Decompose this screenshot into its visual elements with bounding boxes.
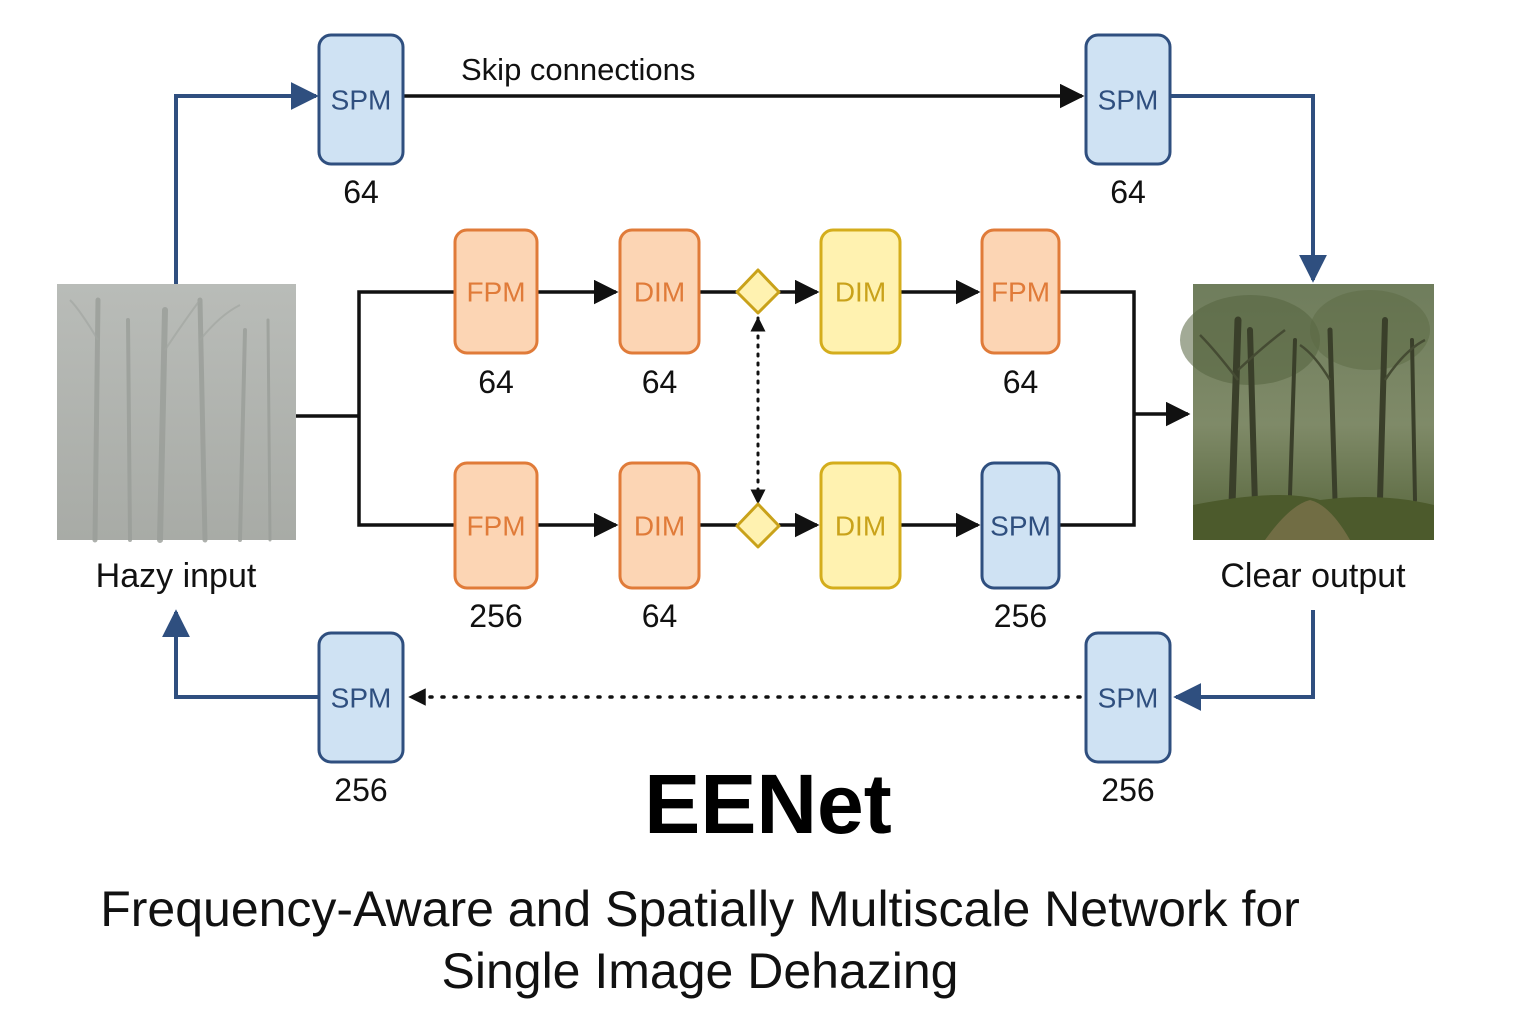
skip-connections-label: Skip connections	[461, 52, 695, 87]
fpm-row1-out-box	[980, 228, 1061, 355]
dim-row1-a-box	[618, 228, 701, 355]
top-skip-path	[174, 82, 1327, 284]
dim-row2-b-label: DIM	[835, 511, 886, 542]
clear-output-label: Clear output	[1220, 557, 1406, 595]
dim-row2-b-box	[819, 461, 902, 590]
spm-row2-out-label: SPM	[990, 511, 1051, 542]
fpm-row1-out-channels: 64	[1003, 364, 1039, 400]
spm-top-left-box	[317, 33, 405, 166]
dim-row1-b-label: DIM	[835, 277, 886, 308]
spm-bottom-left-channels: 256	[334, 772, 387, 808]
spm-bottom-left-label: SPM	[331, 683, 392, 714]
dim-row2-b-block: DIM	[819, 461, 902, 590]
dim-row1-a-block: DIM 64	[618, 228, 701, 400]
spm-bottom-left-block: SPM 256	[317, 631, 405, 808]
spm-row2-out-channels: 256	[994, 598, 1047, 634]
spm-bottom-right-label: SPM	[1098, 683, 1159, 714]
dim-row2-a-block: DIM 64	[618, 461, 701, 634]
branch-connectors	[296, 279, 1191, 538]
fpm-row1-block: FPM 64	[453, 228, 539, 400]
fusion-diamond-bottom	[735, 502, 781, 549]
dim-row1-a-label: DIM	[634, 277, 685, 308]
spm-top-right-block: SPM 64	[1084, 33, 1172, 210]
dim-row1-a-channels: 64	[642, 364, 678, 400]
spm-top-right-box	[1084, 33, 1172, 166]
spm-top-left-channels: 64	[343, 174, 379, 210]
spm-row2-out-block: SPM 256	[980, 461, 1061, 634]
spm-bottom-right-block: SPM 256	[1084, 631, 1172, 808]
spm-top-right-label: SPM	[1098, 85, 1159, 116]
fusion-diamond-top	[735, 268, 781, 315]
dim-row2-a-channels: 64	[642, 598, 678, 634]
fpm-row2-box	[453, 461, 539, 590]
subtitle-line-1: Frequency-Aware and Spatially Multiscale…	[100, 881, 1300, 937]
clear-output-image	[1180, 284, 1434, 540]
fpm-row1-label: FPM	[466, 277, 525, 308]
fpm-row1-box	[453, 228, 539, 355]
fpm-row1-out-label: FPM	[991, 277, 1050, 308]
fpm-row2-label: FPM	[466, 511, 525, 542]
bottom-feedback-path	[162, 609, 1315, 711]
subtitle: Frequency-Aware and Spatially Multiscale…	[0, 878, 1400, 1002]
dim-row2-a-box	[618, 461, 701, 590]
hazy-input-label: Hazy input	[96, 557, 257, 595]
title: EENet	[644, 757, 892, 851]
spm-top-left-block: SPM 64	[317, 33, 405, 210]
subtitle-line-2: Single Image Dehazing	[441, 943, 959, 999]
dim-row1-b-block: DIM	[819, 228, 902, 355]
spm-row2-out-box	[980, 461, 1061, 590]
dim-row2-a-label: DIM	[634, 511, 685, 542]
spm-bottom-right-channels: 256	[1101, 772, 1154, 808]
fpm-row2-channels: 256	[469, 598, 522, 634]
dim-row1-b-box	[819, 228, 902, 355]
spm-top-right-channels: 64	[1110, 174, 1146, 210]
spm-top-left-label: SPM	[331, 85, 392, 116]
fpm-row1-channels: 64	[478, 364, 514, 400]
hazy-input-image	[57, 284, 296, 543]
fpm-row1-out-block: FPM 64	[980, 228, 1061, 400]
spm-bottom-right-box	[1084, 631, 1172, 764]
fpm-row2-block: FPM 256	[453, 461, 539, 634]
spm-bottom-left-box	[317, 631, 405, 764]
